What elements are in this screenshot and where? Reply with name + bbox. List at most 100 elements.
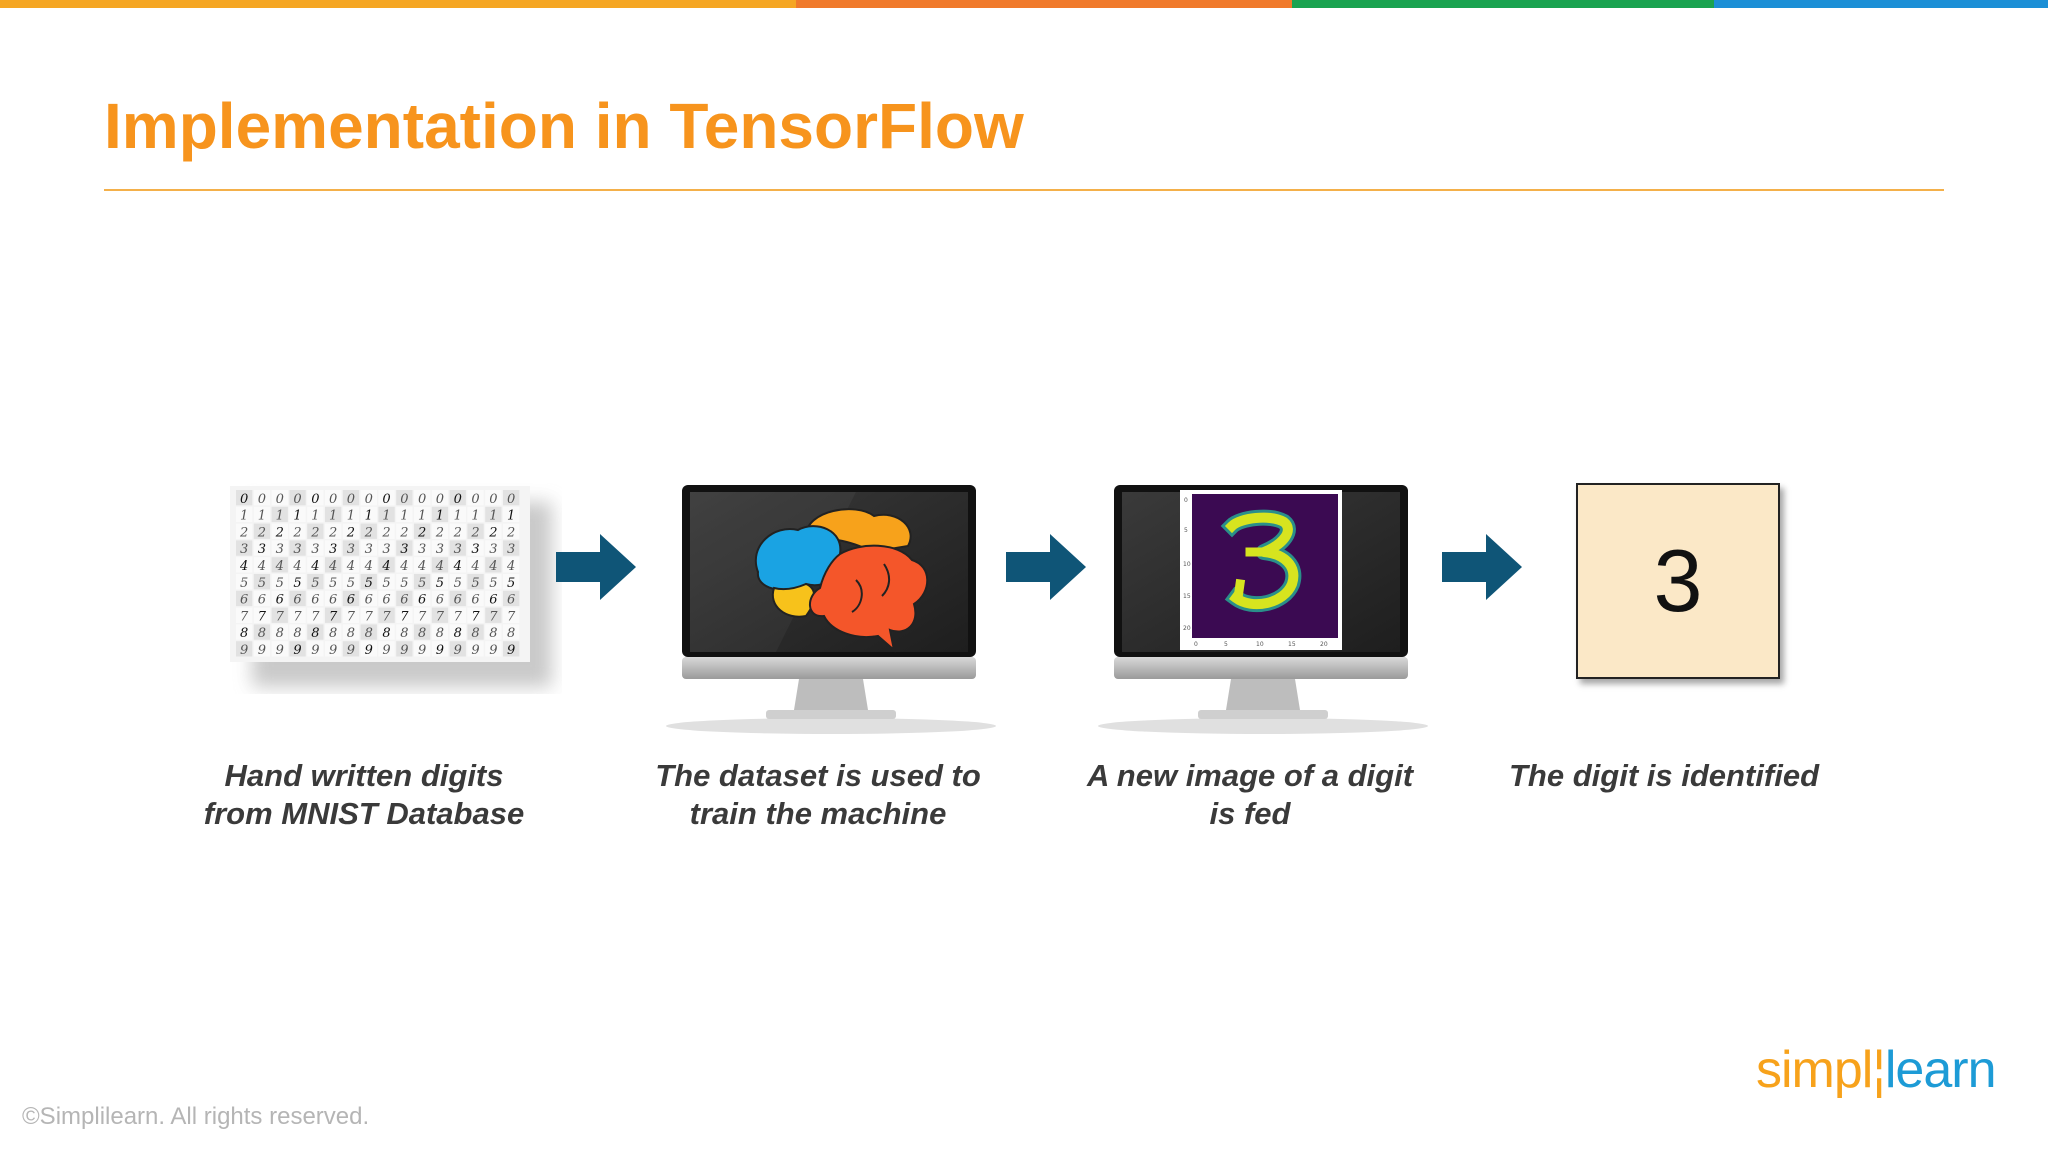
- mnist-digit-glyph: 6: [436, 593, 444, 608]
- mnist-cell: [253, 523, 271, 539]
- mnist-cell: [325, 557, 342, 573]
- mnist-digit-glyph: 2: [453, 525, 462, 540]
- mnist-cell: [307, 557, 324, 573]
- mnist-digit-glyph: 9: [347, 643, 355, 658]
- mnist-digit-glyph: 1: [489, 509, 497, 524]
- mnist-digit-glyph: 4: [346, 559, 355, 574]
- mnist-cell: [378, 506, 395, 523]
- mnist-digit-glyph: 5: [436, 576, 444, 591]
- mnist-cell: [360, 624, 377, 640]
- mnist-cell: [289, 607, 306, 623]
- mnist-cell: [253, 574, 271, 590]
- mnist-digit-glyph: 7: [329, 609, 338, 624]
- mnist-cell: [307, 523, 324, 539]
- mnist-digit-glyph: 7: [258, 609, 267, 624]
- mnist-cell: [253, 607, 271, 623]
- mnist-digit-glyph: 9: [293, 643, 301, 658]
- mnist-cell: [271, 490, 288, 506]
- mnist-cell: [378, 557, 395, 573]
- mnist-digit-glyph: 8: [258, 626, 266, 641]
- mnist-cell: [467, 624, 484, 640]
- mnist-cell: [396, 607, 413, 623]
- mnist-digit-glyph: 1: [329, 509, 337, 524]
- mnist-digit-glyph: 3: [489, 542, 497, 557]
- mnist-cell: [325, 607, 342, 623]
- mnist-digit-glyph: 9: [276, 643, 284, 658]
- mnist-cell: [325, 523, 342, 539]
- mnist-digit-glyph: 2: [506, 525, 515, 540]
- mnist-digit-glyph: 1: [311, 509, 319, 524]
- mnist-digit-glyph: 8: [382, 626, 390, 641]
- mnist-digit-glyph: 1: [471, 509, 479, 524]
- mnist-digit-glyph: 7: [311, 609, 320, 624]
- mnist-cell: [431, 506, 449, 523]
- mnist-cell: [289, 523, 306, 539]
- mnist-digit-glyph: 4: [310, 559, 319, 574]
- svg-text:0: 0: [1184, 497, 1188, 504]
- mnist-cell: [467, 506, 484, 523]
- mnist-cell: [271, 607, 288, 623]
- mnist-cell: [236, 624, 253, 640]
- mnist-cell: [449, 523, 466, 539]
- mnist-digit-glyph: 6: [347, 593, 355, 608]
- mnist-cell: [414, 624, 431, 640]
- mnist-cell: [414, 557, 431, 573]
- mnist-digit-glyph: 0: [240, 492, 248, 507]
- mnist-digit-glyph: 4: [488, 559, 497, 574]
- mnist-digit-glyph: 2: [346, 525, 355, 540]
- slide-title: Implementation in TensorFlow: [104, 90, 1024, 162]
- mnist-digit-glyph: 4: [239, 559, 248, 574]
- mnist-cell: [378, 490, 395, 506]
- svg-text:10: 10: [1256, 641, 1264, 648]
- mnist-digit-glyph: 5: [507, 576, 515, 591]
- mnist-digit-glyph: 9: [436, 643, 444, 658]
- mnist-cell: [289, 641, 306, 657]
- mnist-digit-glyph: 4: [417, 559, 426, 574]
- mnist-digit-glyph: 1: [400, 509, 408, 524]
- mnist-digit-glyph: 8: [454, 626, 462, 641]
- mnist-cell: [342, 641, 360, 657]
- mnist-cell: [253, 540, 271, 556]
- mnist-digit-glyph: 5: [293, 576, 301, 591]
- result-digit: 3: [1653, 531, 1703, 630]
- mnist-digit-glyph: 1: [347, 509, 355, 524]
- mnist-cell: [485, 607, 502, 623]
- mnist-cell: [431, 607, 449, 623]
- mnist-cell: [360, 523, 377, 539]
- mnist-digit-glyph: 2: [417, 525, 426, 540]
- mnist-digit-glyph: 7: [436, 609, 445, 624]
- mnist-cell: [236, 523, 253, 539]
- top-color-bar: [0, 0, 2048, 8]
- mnist-digit-glyph: 7: [454, 609, 463, 624]
- mnist-digit-glyph: 2: [435, 525, 444, 540]
- mnist-digit-glyph: 1: [507, 509, 515, 524]
- mnist-cell: [271, 641, 288, 657]
- mnist-cell: [307, 540, 324, 556]
- mnist-cell: [431, 624, 449, 640]
- mnist-digit-glyph: 9: [471, 643, 479, 658]
- mnist-cell: [431, 523, 449, 539]
- mnist-cell: [449, 490, 466, 506]
- mnist-cell: [342, 557, 360, 573]
- mnist-digit-glyph: 0: [436, 492, 444, 507]
- mnist-cell: [503, 557, 520, 573]
- mnist-digit-glyph: 5: [471, 576, 479, 591]
- mnist-digit-glyph: 3: [347, 542, 355, 557]
- top-bar-segment-orange: [796, 0, 1292, 8]
- mnist-cell: [396, 557, 413, 573]
- mnist-cell: [485, 624, 502, 640]
- mnist-digit-glyph: 5: [489, 576, 497, 591]
- mnist-cell: [431, 574, 449, 590]
- mnist-cell: [485, 540, 502, 556]
- mnist-cell: [289, 574, 306, 590]
- mnist-digit-glyph: 6: [293, 593, 301, 608]
- mnist-digit-glyph: 6: [382, 593, 390, 608]
- mnist-digit-glyph: 8: [276, 626, 284, 641]
- mnist-digit-glyph: 0: [276, 492, 284, 507]
- mnist-cell: [360, 590, 377, 607]
- mnist-digit-glyph: 1: [276, 509, 284, 524]
- mnist-digit-glyph: 0: [258, 492, 266, 507]
- mnist-cell: [253, 641, 271, 657]
- mnist-digit-glyph: 4: [364, 559, 373, 574]
- svg-text:10: 10: [1183, 561, 1191, 568]
